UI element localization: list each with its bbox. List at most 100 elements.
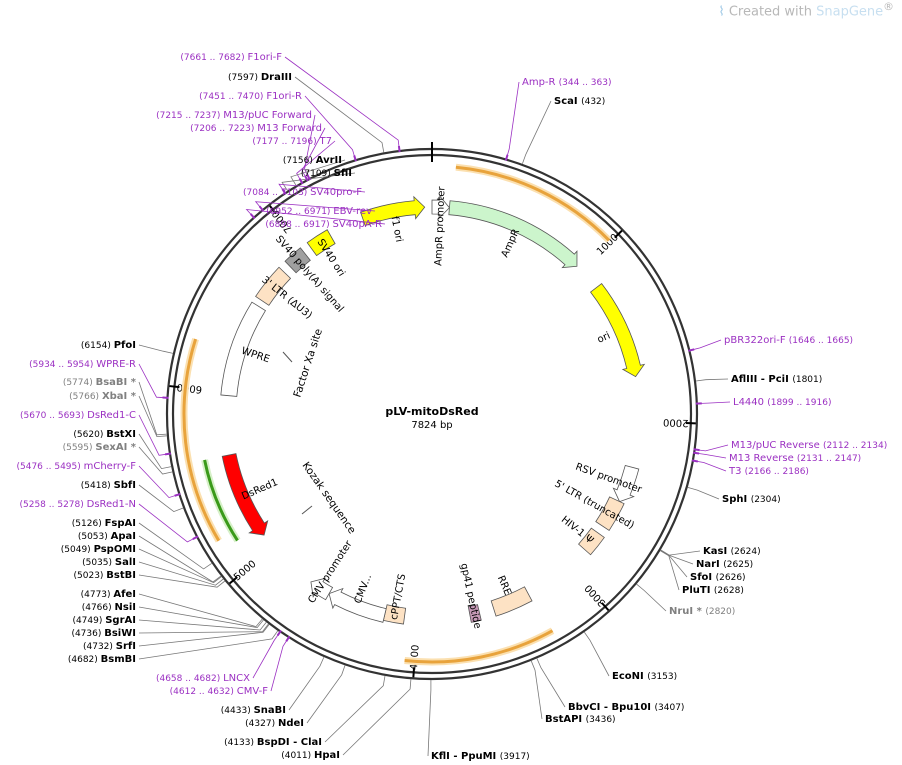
site-label-mcherry-f: (5476 .. 5495) mCherry-F — [16, 461, 136, 472]
tick-5000 — [228, 576, 238, 585]
tick-3000 — [601, 602, 610, 611]
feature-9 — [382, 604, 407, 625]
feature-14 — [255, 266, 292, 306]
site-label-sv40pro-f: (7084 .. 7103) SV40pro-F — [243, 187, 362, 198]
site-label-sfii: (7109) SfiI — [301, 168, 352, 179]
site-label-amp-r: Amp-R (344 .. 363) — [522, 77, 612, 88]
leader-line — [342, 679, 412, 756]
leader-line — [522, 100, 552, 164]
site-label-m13-reverse: M13 Reverse (2131 .. 2147) — [729, 453, 861, 464]
factor-xa-site-label: Factor Xa site — [291, 327, 324, 399]
feature-16 — [306, 229, 336, 257]
primer-site-mark — [397, 145, 401, 153]
leader-line — [138, 548, 222, 584]
primer-site-mark — [304, 175, 309, 182]
feature-label: CMV... — [353, 573, 374, 606]
site-label-pfoi: (6154) PfoI — [81, 340, 136, 351]
site-label-wpre-r: (5934 .. 5954) WPRE-R — [29, 359, 136, 370]
feature-13 — [220, 301, 267, 397]
leader-line — [695, 378, 729, 382]
leader-line — [690, 339, 722, 351]
site-label-draiii: (7597) DraIII — [228, 72, 292, 83]
site-label-fspai: (5126) FspAI — [72, 518, 136, 529]
leader-line — [290, 159, 346, 186]
feature-5 — [595, 496, 625, 531]
site-label-pspomi: (5049) PspOMI — [61, 544, 136, 555]
site-label-kfli-ppumi: KflI - PpuMI (3917) — [431, 751, 530, 762]
leader-line — [138, 363, 167, 399]
leader-line — [324, 675, 386, 743]
site-label-bspdi-clai: (4133) BspDI - ClaI — [224, 737, 322, 748]
primer-site-mark — [249, 213, 256, 220]
tick-4000 — [412, 667, 416, 678]
kozak-sequence-mark — [301, 505, 313, 515]
leader-line — [306, 665, 346, 724]
tick-label: 4000 — [409, 644, 422, 670]
site-label-m13-puc-reverse: M13/pUC Reverse (2112 .. 2134) — [731, 440, 887, 451]
primer-site-mark — [691, 459, 698, 463]
snapgene-logo-icon: ⌇ — [718, 4, 725, 20]
site-label-cmv-f: (4612 .. 4632) CMV-F — [170, 686, 269, 697]
site-label-t3: T3 (2166 .. 2186) — [728, 466, 809, 477]
site-label-dsred1-c: (5670 .. 5693) DsRed1-C — [20, 410, 136, 421]
feature-label: ori — [596, 330, 612, 345]
feature-1 — [431, 195, 450, 220]
plasmid-name: pLV-mitoDsRed — [385, 405, 478, 418]
feature-label: WPRE — [240, 346, 271, 366]
site-label-hpai: (4011) HpaI — [281, 750, 340, 761]
feature-label: AmpR promoter — [433, 185, 447, 266]
site-label-bsmbi: (4682) BsmBI — [68, 654, 136, 665]
site-label-bstapi: BstAPI (3436) — [545, 714, 616, 725]
tick-6000 — [169, 385, 180, 389]
site-label-snabi: (4433) SnaBI — [221, 705, 286, 716]
orf-arc — [404, 629, 554, 664]
site-label-bsabi-: (5774) BsaBI * — [63, 377, 137, 388]
primer-site-mark — [693, 448, 700, 452]
site-label-scai: ScaI (432) — [554, 96, 605, 107]
primer-site-mark — [353, 155, 357, 162]
feature-0 — [360, 195, 426, 226]
leader-line — [138, 484, 184, 513]
site-label-bsiwi: (4736) BsiWI — [71, 628, 136, 639]
leader-line — [138, 619, 267, 631]
site-label-nsii: (4766) NsiI — [82, 602, 136, 613]
leader-line — [138, 522, 213, 570]
feature-11 — [310, 577, 334, 601]
tick-label: 3000 — [583, 582, 608, 608]
leader-line — [138, 503, 197, 543]
site-label-m13-puc-forward: (7215 .. 7237) M13/pUC Forward — [156, 110, 312, 121]
feature-15 — [284, 247, 311, 274]
leader-line — [138, 446, 173, 475]
plasmid-length: 7824 bp — [411, 420, 452, 431]
site-label-econi: EcoNI (3153) — [612, 671, 677, 682]
leader-line — [138, 535, 222, 583]
primer-site-mark — [504, 154, 509, 161]
primer-site-mark — [688, 348, 695, 352]
leader-line — [138, 593, 263, 628]
feature-label: RRE — [495, 574, 513, 597]
leader-line — [288, 656, 325, 711]
plasmid-backbone — [165, 142, 699, 681]
leader-line — [693, 460, 727, 472]
leader-line — [659, 550, 680, 591]
site-label-apai: (5053) ApaI — [78, 531, 136, 542]
site-label-srfi: (4732) SrfI — [83, 641, 136, 652]
tick-label: 2000 — [663, 416, 689, 428]
leader-line — [138, 630, 279, 660]
leader-line — [695, 452, 727, 459]
leader-line — [138, 381, 167, 436]
leader-line — [252, 631, 281, 679]
primer-site-mark — [164, 452, 172, 456]
site-label-sfoi: SfoI (2626) — [690, 572, 746, 583]
primer-site-mark — [281, 188, 287, 195]
site-label-lncx: (4658 .. 4682) LNCX — [156, 673, 250, 684]
site-label-ebv-rev: (6952 .. 6971) EBV-rev — [266, 206, 372, 217]
feature-12 — [221, 453, 269, 536]
leader-line — [138, 344, 174, 354]
site-label-pluti: PluTI (2628) — [682, 585, 744, 596]
site-label-sphi: SphI (2304) — [722, 494, 781, 505]
leader-line — [536, 658, 566, 708]
site-label-bstbi: (5023) BstBI — [74, 570, 137, 581]
site-label-t7: (7177 .. 7196) T7 — [252, 136, 332, 147]
